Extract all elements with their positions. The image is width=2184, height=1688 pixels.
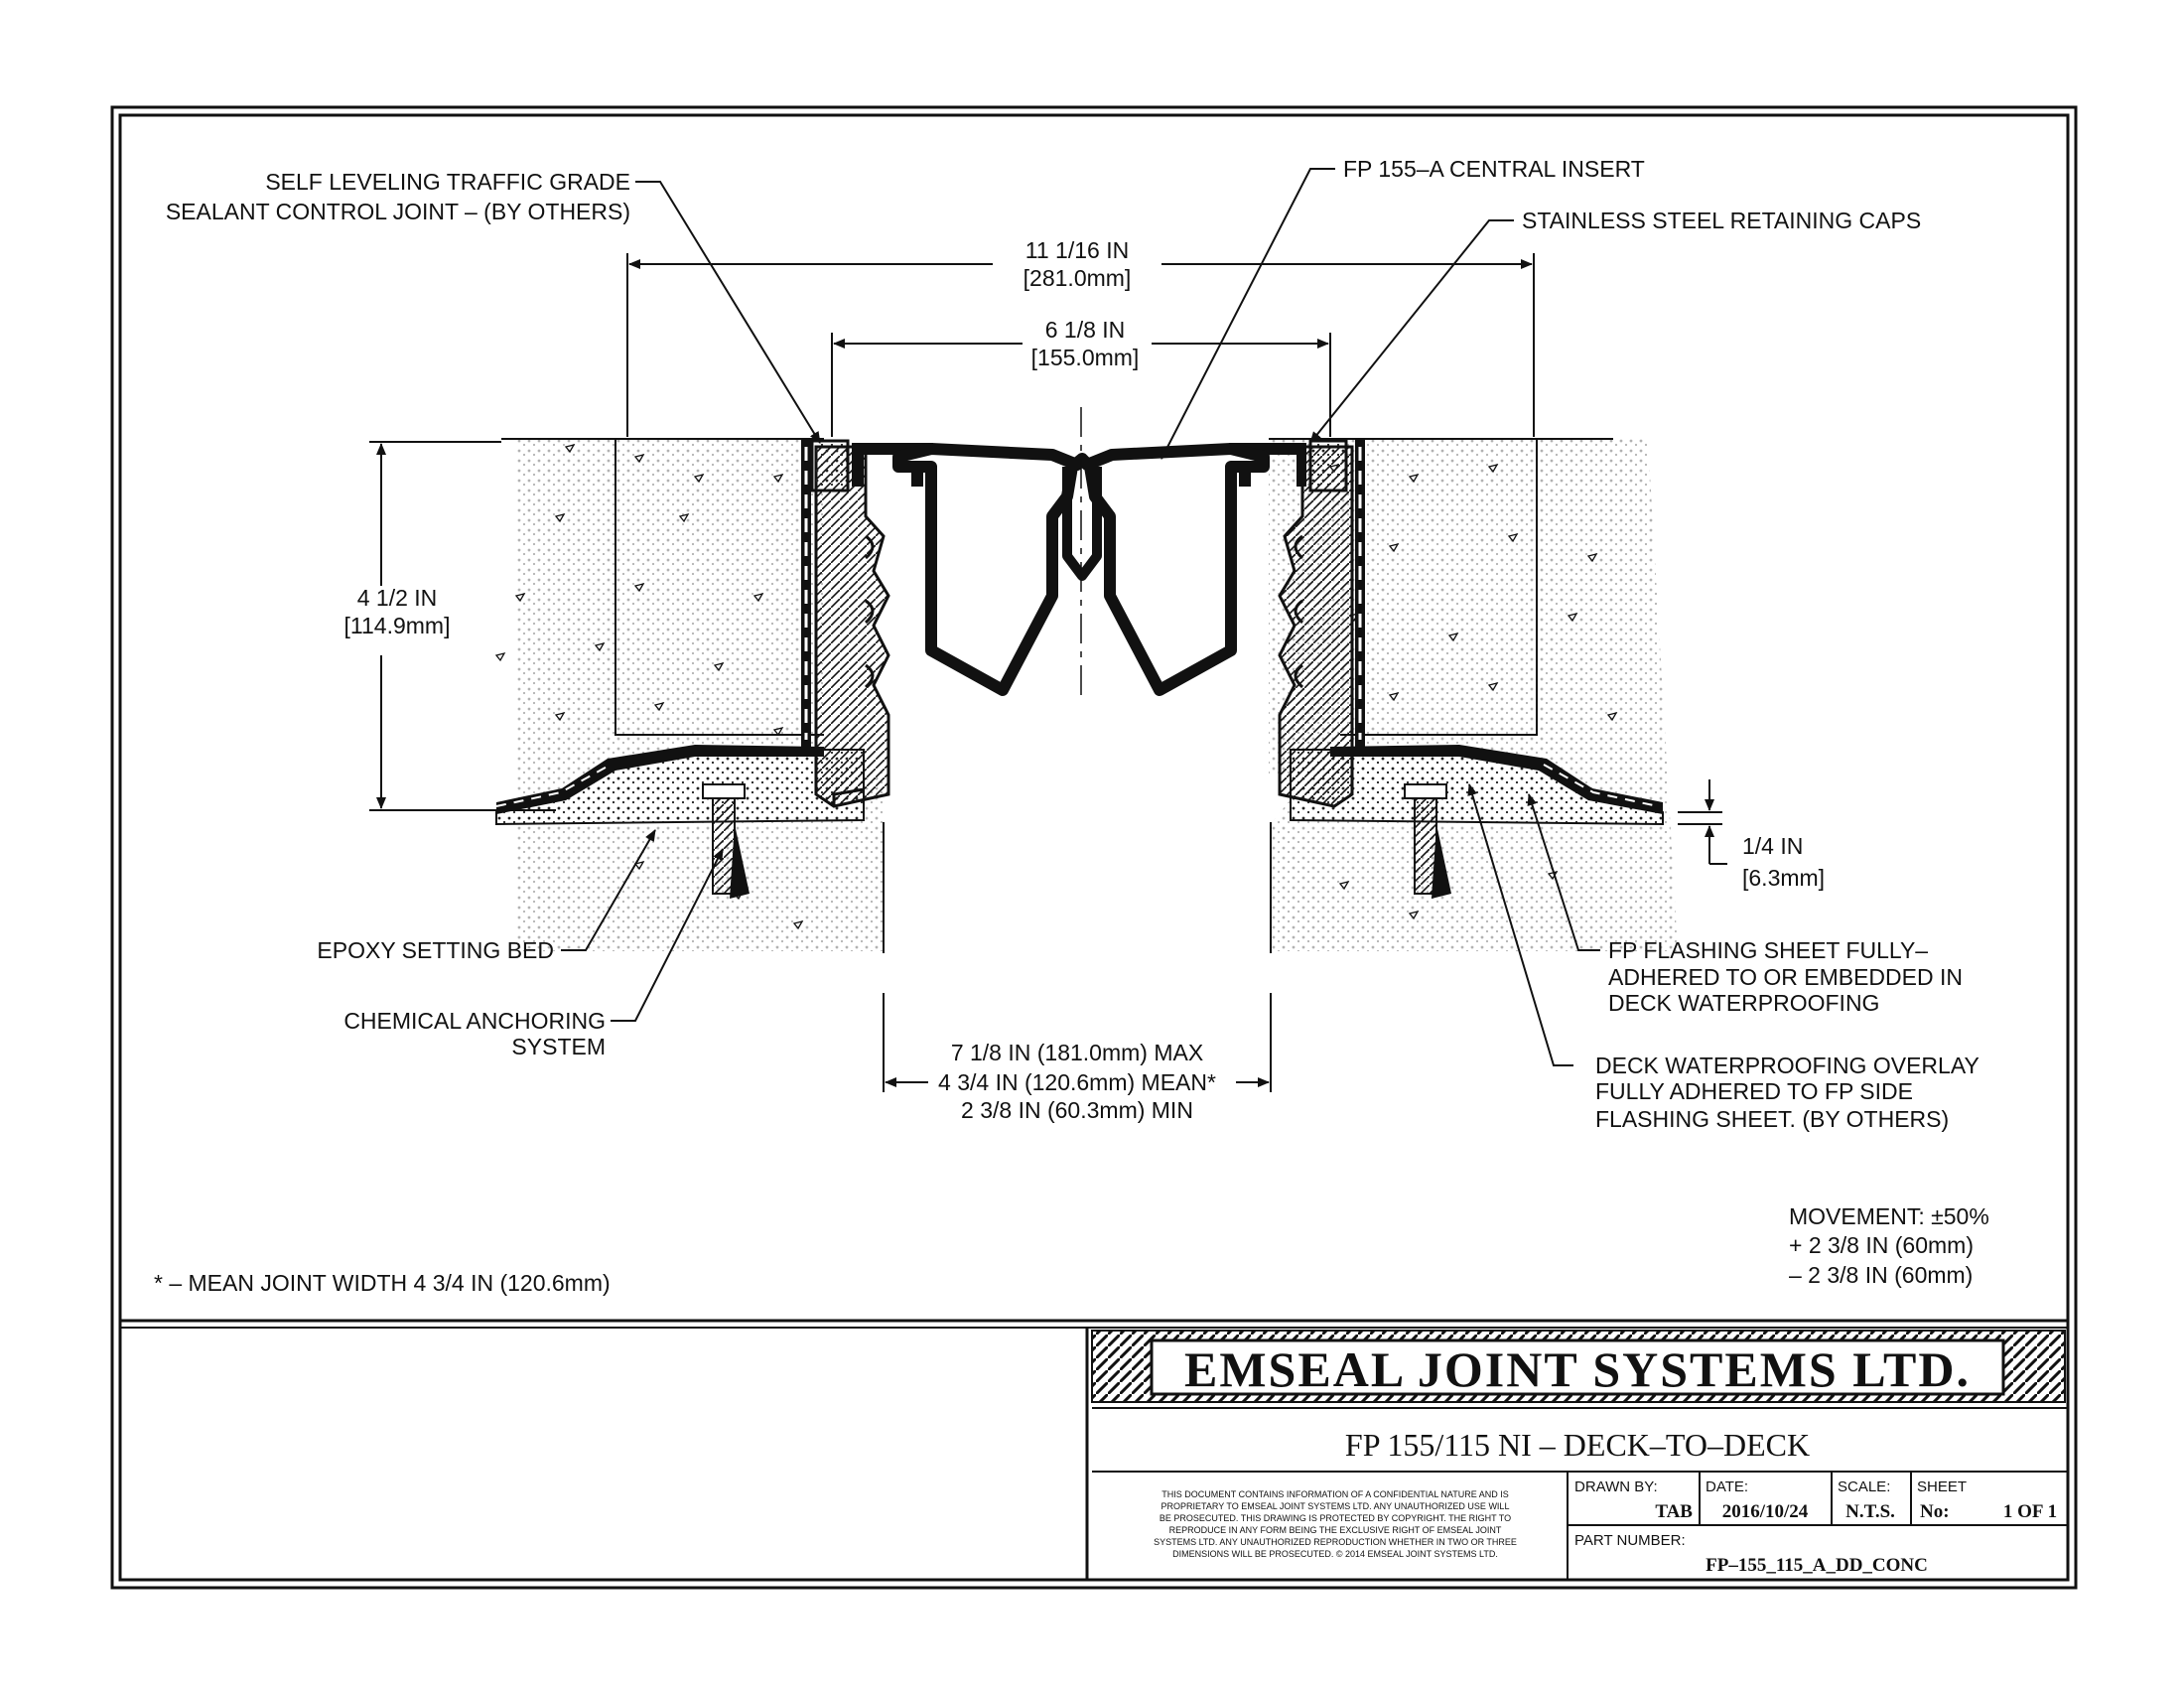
- leader-lines: [561, 168, 1600, 1066]
- part-number-value: FP–155_115_A_DD_CONC: [1706, 1555, 1928, 1576]
- svg-text:DIMENSIONS WILL BE PROSECUTED.: DIMENSIONS WILL BE PROSECUTED. © 2014 EM…: [1172, 1549, 1498, 1559]
- insert-width-in: 6 1/8 IN: [1045, 317, 1126, 343]
- title-block: EMSEAL JOINT SYSTEMS LTD. FP 155/115 NI …: [1091, 1330, 2068, 1580]
- retaining-caps-label: STAINLESS STEEL RETAINING CAPS: [1522, 208, 1921, 233]
- left-side-flange: [814, 445, 890, 808]
- insert-width-mm: [155.0mm]: [1031, 345, 1140, 370]
- right-chemical-anchor: [1404, 783, 1451, 899]
- overall-width-in: 11 1/16 IN: [1025, 237, 1129, 263]
- sheet-value: 1 OF 1: [2003, 1501, 2057, 1522]
- gap-mean: 4 3/4 IN (120.6mm) MEAN*: [938, 1069, 1216, 1095]
- flashing-label-line1: FP FLASHING SHEET FULLY–: [1608, 937, 1928, 963]
- scale-value: N.T.S.: [1845, 1501, 1895, 1522]
- sealant-label-line1: SELF LEVELING TRAFFIC GRADE: [265, 169, 630, 195]
- svg-text:SYSTEMS LTD. ANY UNAUTHORIZED: SYSTEMS LTD. ANY UNAUTHORIZED REPRODUCTI…: [1154, 1537, 1517, 1547]
- central-insert-label: FP 155–A CENTRAL INSERT: [1343, 156, 1645, 182]
- overlay-label-line3: FLASHING SHEET. (BY OTHERS): [1595, 1106, 1949, 1132]
- drawing-title: FP 155/115 NI – DECK–TO–DECK: [1345, 1427, 1810, 1463]
- scale-label: SCALE:: [1838, 1478, 1890, 1495]
- disclaimer: THIS DOCUMENT CONTAINS INFORMATION OF A …: [1154, 1489, 1517, 1559]
- depth-mm: [114.9mm]: [344, 613, 451, 638]
- gap-max: 7 1/8 IN (181.0mm) MAX: [951, 1040, 1203, 1065]
- overlay-label-line2: FULLY ADHERED TO FP SIDE: [1595, 1078, 1913, 1104]
- central-insert: [892, 443, 1270, 696]
- part-number-label: PART NUMBER:: [1574, 1532, 1686, 1549]
- depth-in: 4 1/2 IN: [357, 585, 438, 611]
- movement-title: MOVEMENT: ±50%: [1789, 1203, 1989, 1229]
- overall-width-mm: [281.0mm]: [1024, 265, 1132, 291]
- left-chemical-anchor: [702, 783, 750, 899]
- left-sealant-control-joint: [810, 439, 850, 492]
- gap-min: 2 3/8 IN (60.3mm) MIN: [961, 1097, 1193, 1123]
- flashing-label-line3: DECK WATERPROOFING: [1608, 990, 1879, 1016]
- flashing-label-line2: ADHERED TO OR EMBEDDED IN: [1608, 964, 1963, 990]
- svg-text:REPRODUCE IN ANY FORM BEING TH: REPRODUCE IN ANY FORM BEING THE EXCLUSIV…: [1169, 1525, 1502, 1535]
- sealant-label-line2: SEALANT CONTROL JOINT – (BY OTHERS): [166, 199, 630, 224]
- callout-labels: SELF LEVELING TRAFFIC GRADE SEALANT CONT…: [166, 156, 1979, 1132]
- sheet-label: SHEET: [1917, 1478, 1967, 1495]
- flange-thickness-in: 1/4 IN: [1742, 833, 1803, 859]
- company-name: EMSEAL JOINT SYSTEMS LTD.: [1184, 1341, 1971, 1397]
- company-banner: [1150, 1338, 2005, 1396]
- svg-text:BE PROSECUTED. THIS DRAWING IS: BE PROSECUTED. THIS DRAWING IS PROTECTED…: [1160, 1513, 1511, 1523]
- epoxy-bed-label: EPOXY SETTING BED: [317, 937, 554, 963]
- right-sealant-control-joint: [1308, 439, 1348, 492]
- inner-border: [118, 113, 2070, 1582]
- drawn-by-label: DRAWN BY:: [1574, 1478, 1658, 1495]
- notes: MOVEMENT: ±50% + 2 3/8 IN (60mm) – 2 3/8…: [154, 1203, 1989, 1296]
- left-flashing-sheet: [496, 745, 824, 814]
- date-label: DATE:: [1706, 1478, 1748, 1495]
- dimension-lines: [369, 253, 1727, 1092]
- anchoring-label-line1: CHEMICAL ANCHORING: [343, 1008, 606, 1034]
- svg-text:THIS DOCUMENT CONTAINS INFORMA: THIS DOCUMENT CONTAINS INFORMATION OF A …: [1161, 1489, 1509, 1499]
- outer-border: [110, 105, 2078, 1590]
- svg-text:PROPRIETARY TO EMSEAL JOINT SY: PROPRIETARY TO EMSEAL JOINT SYSTEMS LTD.…: [1161, 1501, 1510, 1511]
- date-value: 2016/10/24: [1722, 1501, 1809, 1522]
- movement-plus: + 2 3/8 IN (60mm): [1789, 1232, 1974, 1258]
- right-side-flange: [1278, 445, 1354, 808]
- overlay-label-line1: DECK WATERPROOFING OVERLAY: [1595, 1053, 1979, 1078]
- right-flashing-sheet: [1330, 745, 1663, 814]
- sheet-no-label: No:: [1920, 1501, 1950, 1522]
- joint-detail: [494, 407, 1678, 953]
- movement-minus: – 2 3/8 IN (60mm): [1789, 1262, 1973, 1288]
- anchoring-label-line2: SYSTEM: [511, 1034, 606, 1059]
- flange-thickness-mm: [6.3mm]: [1742, 865, 1825, 891]
- drawn-by-value: TAB: [1655, 1501, 1693, 1522]
- dimension-text: 11 1/16 IN [281.0mm] 6 1/8 IN [155.0mm] …: [344, 237, 1826, 1123]
- mean-width-note: * – MEAN JOINT WIDTH 4 3/4 IN (120.6mm): [154, 1270, 611, 1296]
